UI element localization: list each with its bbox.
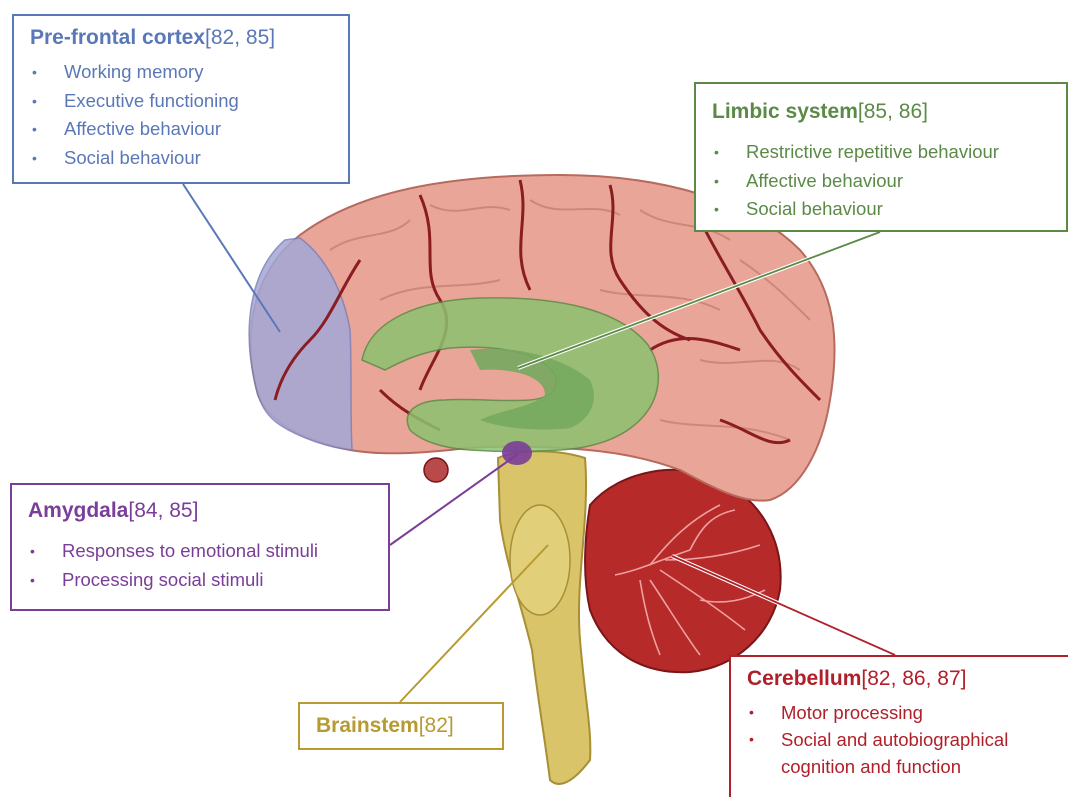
cerebellum-title: Cerebellum[82, 86, 87] xyxy=(747,665,1054,693)
cerebellum-refs: [82, 86, 87] xyxy=(861,667,966,690)
list-item: Working memory xyxy=(30,58,334,87)
cerebellum-list: Motor processing Social and autobiograph… xyxy=(747,699,1054,780)
limbic-refs: [85, 86] xyxy=(858,100,928,123)
brainstem-refs: [82] xyxy=(419,714,454,737)
list-item: Motor processing xyxy=(747,699,1054,726)
prefrontal-leader-line xyxy=(183,184,280,332)
brainstem-region xyxy=(498,451,590,784)
limbic-title: Limbic system[85, 86] xyxy=(712,98,1052,126)
list-item: Processing social stimuli xyxy=(28,566,374,595)
list-item: Social and autobiographical cognition an… xyxy=(747,726,1054,780)
limbic-system-box: Limbic system[85, 86] Restrictive repeti… xyxy=(694,82,1068,232)
list-item: Executive functioning xyxy=(30,87,334,116)
list-item: Social behaviour xyxy=(30,144,334,173)
amygdala-list: Responses to emotional stimuli Processin… xyxy=(28,537,374,594)
brainstem-title: Brainstem[82] xyxy=(316,712,502,740)
limbic-name: Limbic system xyxy=(712,100,858,123)
limbic-list: Restrictive repetitive behaviour Affecti… xyxy=(712,138,1052,224)
list-item: Affective behaviour xyxy=(30,115,334,144)
pituitary-shape xyxy=(424,458,448,482)
list-item: Affective behaviour xyxy=(712,167,1052,196)
amygdala-refs: [84, 85] xyxy=(128,499,198,522)
prefrontal-refs: [82, 85] xyxy=(205,26,275,49)
brainstem-name: Brainstem xyxy=(316,714,419,737)
brainstem-box: Brainstem[82] xyxy=(298,702,504,750)
prefrontal-title: Pre-frontal cortex[82, 85] xyxy=(30,24,334,52)
pons-shape xyxy=(510,505,570,615)
cerebellum-box: Cerebellum[82, 86, 87] Motor processing … xyxy=(729,655,1068,797)
list-item: Responses to emotional stimuli xyxy=(28,537,374,566)
prefrontal-list: Working memory Executive functioning Aff… xyxy=(30,58,334,172)
list-item: Restrictive repetitive behaviour xyxy=(712,138,1052,167)
prefrontal-name: Pre-frontal cortex xyxy=(30,26,205,49)
amygdala-name: Amygdala xyxy=(28,499,128,522)
list-item: Social behaviour xyxy=(712,195,1052,224)
amygdala-box: Amygdala[84, 85] Responses to emotional … xyxy=(10,483,390,611)
cerebellum-name: Cerebellum xyxy=(747,667,861,690)
amygdala-title: Amygdala[84, 85] xyxy=(28,497,374,525)
prefrontal-cortex-box: Pre-frontal cortex[82, 85] Working memor… xyxy=(12,14,350,184)
